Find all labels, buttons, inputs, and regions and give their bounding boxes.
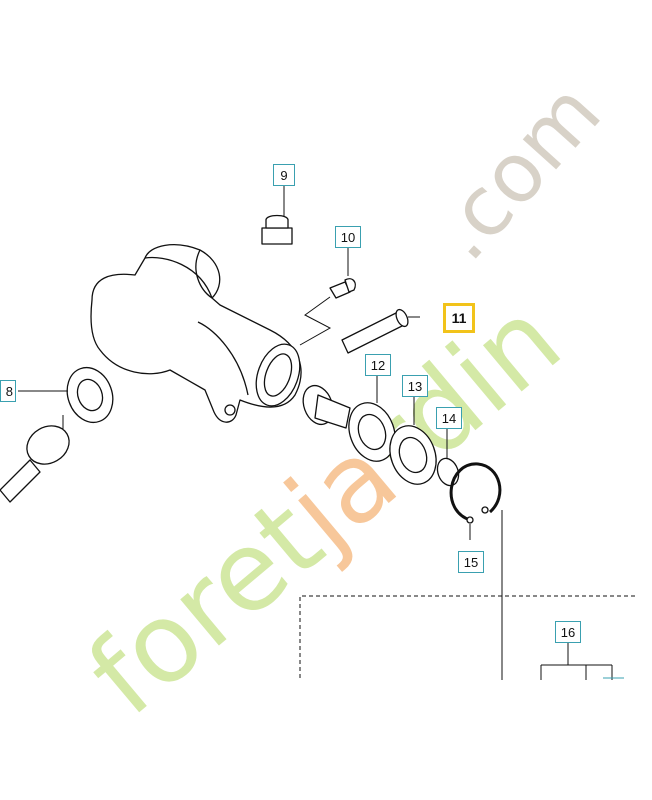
part-11-bolt — [341, 311, 405, 354]
callout-12: 12 — [365, 354, 391, 376]
callout-10: 10 — [335, 226, 361, 248]
watermark-dotcom: .com — [414, 65, 619, 278]
callout-14: 14 — [436, 407, 462, 429]
gearhead-housing — [90, 244, 302, 423]
drive-shaft — [0, 459, 41, 503]
callout-16: 16 — [555, 621, 581, 643]
callout-8: 8 — [0, 380, 16, 402]
callout-11: 11 — [443, 303, 475, 333]
callout-15: 15 — [458, 551, 484, 573]
callout-13: 13 — [402, 375, 428, 397]
drive-gear — [26, 425, 70, 465]
part-15-circlip — [449, 462, 502, 522]
leader-lines — [18, 186, 636, 680]
part-9-plug — [261, 227, 293, 245]
callout-9: 9 — [273, 164, 295, 186]
